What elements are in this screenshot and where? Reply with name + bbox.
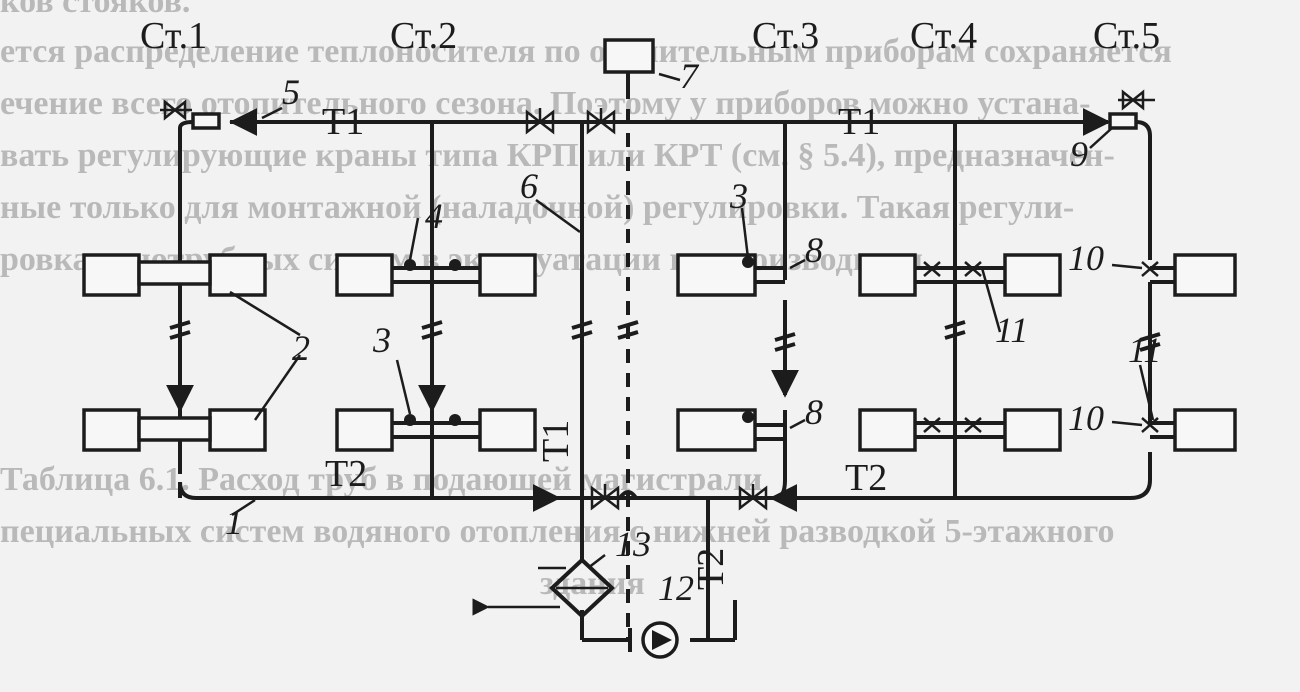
callout-8-top: 8 <box>805 230 823 270</box>
callout-8-bottom: 8 <box>805 392 823 432</box>
riser-label-st3: Ст.3 <box>752 15 819 57</box>
radiator-st1-top-right <box>208 253 267 297</box>
riser-1 <box>82 99 267 474</box>
callout-11-riser5: 11 <box>1128 330 1161 370</box>
return-valves <box>590 484 768 511</box>
callout-13: 13 <box>615 524 651 564</box>
riser-label-st1: Ст.1 <box>140 15 207 57</box>
riser-5 <box>1108 89 1237 452</box>
radiator-st2-top-left <box>335 253 394 297</box>
radiator-st1-bottom-left <box>82 408 141 452</box>
riser-4 <box>858 122 1062 498</box>
bg-line-3: вать регулирующие краны типа КРП или КРТ… <box>0 137 1115 174</box>
bg-line-1: ется распределение теплоносителя по отоп… <box>0 33 1172 70</box>
riser-label-st4: Ст.4 <box>910 15 977 57</box>
radiator-st5-bottom <box>1173 408 1237 452</box>
pipe-label-t2-left: T2 <box>325 453 367 495</box>
radiator-st4-top-left <box>858 253 917 297</box>
riser-3 <box>676 122 799 500</box>
callout-6: 6 <box>520 166 538 206</box>
riser-label-st2: Ст.2 <box>390 15 457 57</box>
callout-7: 7 <box>680 56 700 96</box>
pipe-label-t1-left: T1 <box>322 101 364 143</box>
expansion-tank <box>603 38 655 74</box>
callout-10-top: 10 <box>1068 238 1104 278</box>
riser-label-st5: Ст.5 <box>1093 15 1160 57</box>
callout-5: 5 <box>282 72 300 112</box>
callout-3-riser3: 3 <box>729 176 748 216</box>
bg-line-7: пециальных систем водяного отопления с н… <box>0 513 1114 550</box>
callout-1: 1 <box>225 502 243 542</box>
riser-2 <box>335 122 537 498</box>
radiator-st2-top-right <box>478 253 537 297</box>
radiator-st2-bottom-right <box>478 408 537 452</box>
background-text: ков стояков. ется распределение теплонос… <box>0 0 1172 602</box>
callout-2: 2 <box>292 328 310 368</box>
supply-valves <box>525 108 616 135</box>
pipe-label-t1-vertical: T1 <box>535 420 577 462</box>
callout-12: 12 <box>658 568 694 608</box>
radiator-st4-top-right <box>1003 253 1062 297</box>
callout-3-riser2: 3 <box>372 320 391 360</box>
pipe-label-t2-vertical: T2 <box>690 548 732 590</box>
pipe-label-t1-right: T1 <box>838 101 880 143</box>
radiator-st1-top-left <box>82 253 141 297</box>
radiator-st5-top <box>1173 253 1237 297</box>
bg-line-6: Таблица 6.1. Расход труб в подающей маги… <box>0 461 762 498</box>
central-pipes <box>571 85 737 642</box>
callout-4: 4 <box>425 196 443 236</box>
radiator-st4-bottom-right <box>1003 408 1062 452</box>
circulation-pump <box>628 621 679 659</box>
callout-10-bottom: 10 <box>1068 398 1104 438</box>
radiator-st4-bottom-left <box>858 408 917 452</box>
pipe-label-t2-right: T2 <box>845 457 887 499</box>
heat-exchanger <box>472 557 615 619</box>
callout-leaders <box>229 72 1155 569</box>
bg-line-0: ков стояков. <box>0 0 190 20</box>
callout-9: 9 <box>1070 134 1088 174</box>
callout-11-riser4: 11 <box>995 310 1028 350</box>
radiator-st2-bottom-left <box>335 408 394 452</box>
